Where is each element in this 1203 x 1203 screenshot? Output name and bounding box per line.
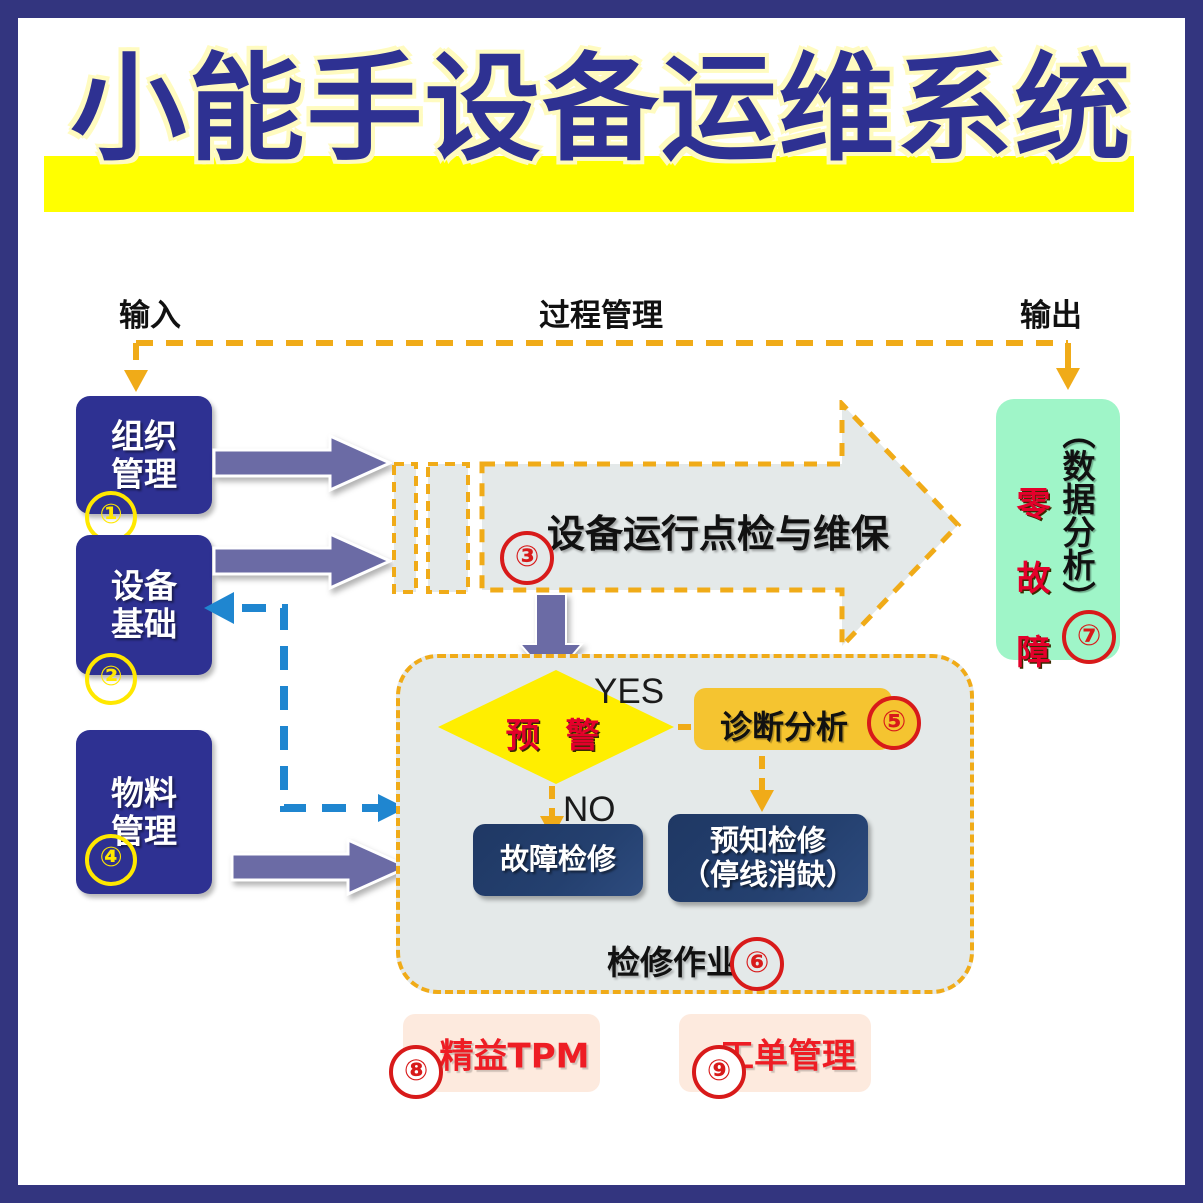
badge-4: ④ <box>85 834 137 886</box>
bottom-box-lean-tpm-label: 精益TPM <box>439 1036 590 1077</box>
input-box-organization[interactable]: 组织 管理 <box>76 396 212 514</box>
badge-5: ⑤ <box>867 696 921 750</box>
decision-diamond-label: 预 警 <box>505 716 607 756</box>
decision-diamond-warning[interactable] <box>436 668 676 786</box>
badge-9: ⑨ <box>692 1045 746 1099</box>
repair-box-predictive-label: 预知检修 （停线消缺） <box>680 823 855 891</box>
page-title: 小能手设备运维系统 <box>70 42 1133 177</box>
output-box-black-text: （数据分析） <box>1057 416 1096 614</box>
repair-zone-footer-label: 检修作业 <box>607 943 739 982</box>
input-box-organization-label: 组织 管理 <box>111 416 177 493</box>
diagnosis-box-label: 诊断分析 <box>719 708 848 746</box>
badge-8: ⑧ <box>389 1045 443 1099</box>
label-no: NO <box>563 790 616 829</box>
repair-box-fault[interactable]: 故障检修 <box>473 824 643 896</box>
badge-3: ③ <box>500 531 554 585</box>
title-highlight-bar <box>44 156 1134 212</box>
output-box-red-text: 零 故 障 <box>1010 486 1050 668</box>
label-yes: YES <box>594 672 665 711</box>
label-output: 输出 <box>1020 298 1082 334</box>
badge-7: ⑦ <box>1062 610 1116 664</box>
label-input: 输入 <box>119 298 181 334</box>
repair-box-fault-label: 故障检修 <box>499 842 616 877</box>
input-box-equipment-base-label: 设备 基础 <box>111 566 177 643</box>
diagnosis-box[interactable] <box>694 688 892 750</box>
arrow-equipment-to-process <box>212 530 392 592</box>
process-arrow-shape <box>392 400 964 650</box>
label-process: 过程管理 <box>539 298 663 334</box>
diagram-canvas: 小能手设备运维系统 输入 过程管理 输出 组织 管理 ① 设备 基础 ② 物料 … <box>18 18 1185 1185</box>
badge-2: ② <box>85 653 137 705</box>
arrow-material-to-repair <box>230 836 410 898</box>
process-arrow-label: 设备运行点检与维保 <box>546 512 889 556</box>
arrow-organization-to-process <box>212 432 392 494</box>
badge-6: ⑥ <box>730 937 784 991</box>
title-banner: 小能手设备运维系统 <box>18 34 1185 214</box>
input-box-equipment-base[interactable]: 设备 基础 <box>76 535 212 675</box>
repair-box-predictive[interactable]: 预知检修 （停线消缺） <box>668 814 868 902</box>
